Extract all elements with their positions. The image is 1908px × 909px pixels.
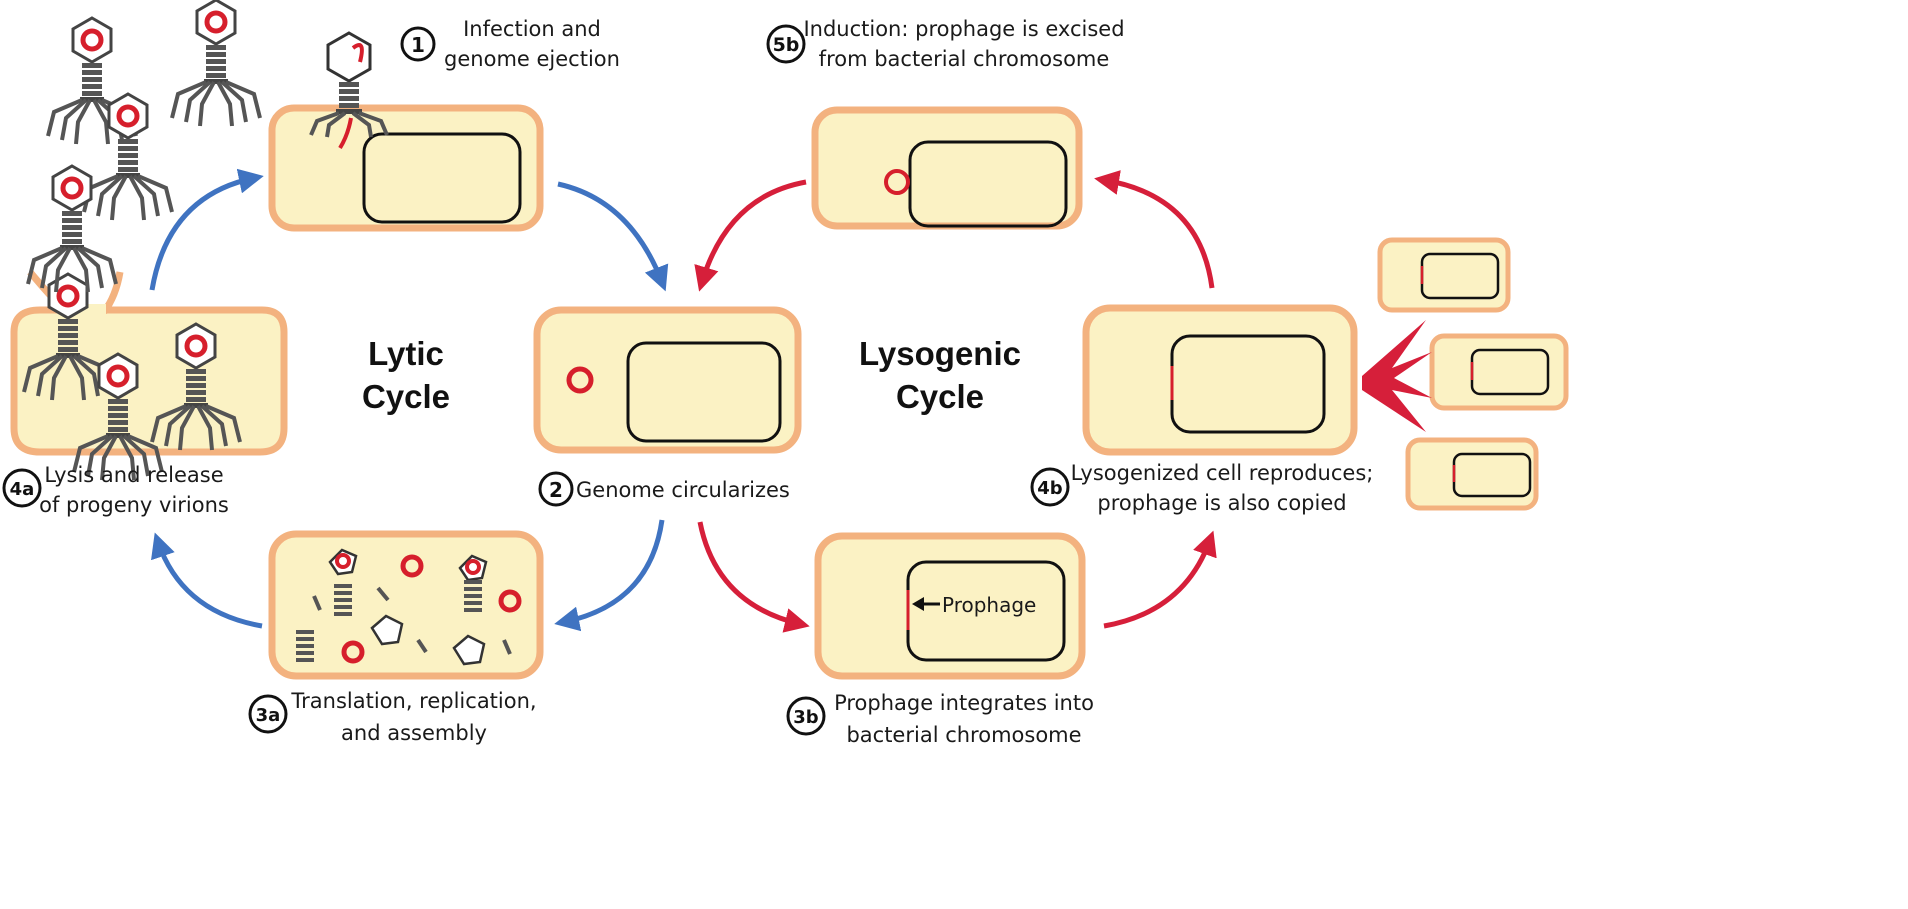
step-3a: 3a Translation, replication, and assembl… bbox=[248, 689, 537, 745]
lytic-arrows bbox=[149, 168, 669, 632]
step-5b: 5b Induction: prophage is excised from b… bbox=[766, 17, 1125, 71]
cell-genome-circularizes bbox=[533, 306, 802, 454]
step-4b-line2: prophage is also copied bbox=[1097, 491, 1346, 515]
step-1-line1: Infection and bbox=[463, 17, 601, 41]
step-1-line2: genome ejection bbox=[444, 47, 620, 71]
step-3b-line1: Prophage integrates into bbox=[834, 691, 1094, 715]
step-1: 1 Infection and genome ejection bbox=[400, 17, 620, 71]
cell-lysis bbox=[10, 269, 288, 480]
step-4b: 4b Lysogenized cell reproduces; prophage… bbox=[1030, 461, 1374, 515]
step-4a-badge: 4a bbox=[10, 479, 35, 500]
cell-infection bbox=[268, 31, 544, 232]
lysogenic-cycle-title: Lysogenic Cycle bbox=[859, 335, 1021, 415]
step-3a-badge: 3a bbox=[256, 705, 281, 726]
lysogenic-title-line2: Cycle bbox=[896, 378, 984, 415]
cell-lysogenized bbox=[1082, 304, 1358, 456]
step-4a: 4a Lysis and release of progeny virions bbox=[2, 463, 229, 517]
step-3a-line1: Translation, replication, bbox=[290, 689, 536, 713]
lysogenic-title-line1: Lysogenic bbox=[859, 335, 1021, 372]
step-5b-line1: Induction: prophage is excised bbox=[803, 17, 1124, 41]
daughter-cells bbox=[1362, 237, 1569, 511]
lytic-title-line2: Cycle bbox=[362, 378, 450, 415]
lysogenic-arrows bbox=[694, 170, 1217, 633]
prophage-label: Prophage bbox=[942, 593, 1036, 617]
step-2-badge: 2 bbox=[549, 478, 563, 502]
cell-induction bbox=[811, 106, 1083, 230]
step-3b: 3b Prophage integrates into bacterial ch… bbox=[786, 691, 1094, 747]
step-1-badge: 1 bbox=[411, 33, 425, 57]
cell-prophage: Prophage bbox=[814, 532, 1086, 680]
step-4a-line2: of progeny virions bbox=[39, 493, 229, 517]
step-3b-line2: bacterial chromosome bbox=[846, 723, 1081, 747]
step-3a-line2: and assembly bbox=[341, 721, 487, 745]
step-4b-line1: Lysogenized cell reproduces; bbox=[1071, 461, 1374, 485]
step-5b-badge: 5b bbox=[773, 34, 800, 56]
step-2-line1: Genome circularizes bbox=[576, 478, 790, 502]
step-4a-line1: Lysis and release bbox=[44, 463, 223, 487]
step-4b-badge: 4b bbox=[1037, 478, 1063, 499]
free-phages bbox=[28, 0, 260, 292]
step-5b-line2: from bacterial chromosome bbox=[819, 47, 1110, 71]
lytic-cycle-title: Lytic Cycle bbox=[362, 335, 450, 415]
lytic-title-line1: Lytic bbox=[368, 335, 444, 372]
cell-translation bbox=[268, 530, 544, 680]
step-3b-badge: 3b bbox=[793, 707, 819, 728]
step-2: 2 Genome circularizes bbox=[538, 471, 790, 507]
